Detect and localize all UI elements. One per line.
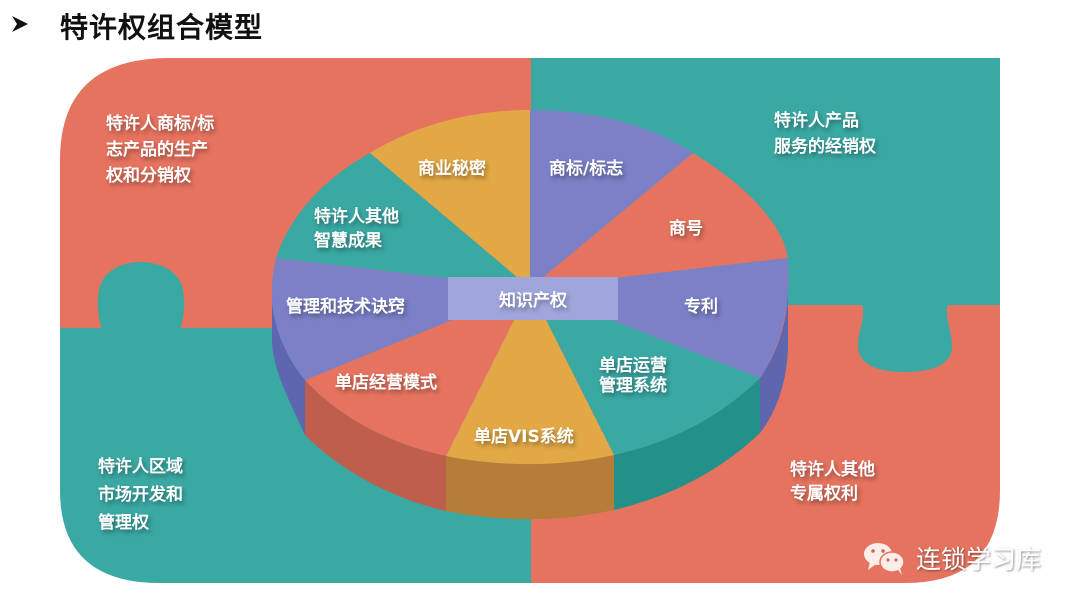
label-line: 特许人其他: [314, 207, 399, 227]
pie-slice-store-business-model: [305, 288, 530, 456]
slice-label-mgmt-tech-knowhow: 管理和技术诀窍: [286, 294, 405, 320]
slice-label-patent: 专利: [684, 294, 718, 320]
center-label-box: 知识产权: [448, 277, 618, 320]
quadrant-label-top-left: 特许人商标/标 志产品的生产 权和分销权: [106, 111, 214, 189]
slice-label-trademark: 商标/标志: [549, 156, 623, 182]
pie-slice-trade-secret: [370, 110, 530, 288]
slice-label-store-vis-system: 单店VIS系统: [474, 424, 574, 450]
label-line: 权和分销权: [106, 166, 191, 186]
pie-slice-trade-name: [530, 153, 788, 288]
header: 特许权组合模型: [0, 0, 1080, 52]
slice-label-trade-name: 商号: [669, 216, 703, 242]
quadrant-label-bottom-right: 特许人其他 专属权利: [790, 458, 875, 506]
label-line: 市场开发和: [98, 485, 183, 505]
pie-side-purple-right: [760, 288, 788, 433]
watermark: 连锁学习库: [862, 538, 1041, 578]
label-line: 服务的经销权: [774, 137, 876, 157]
puzzle-knob-top-right: [858, 304, 952, 372]
label-line: 特许人区域: [98, 457, 183, 477]
slice-label-store-ops-system: 单店运营 管理系统: [599, 356, 667, 396]
label-line: 管理系统: [599, 376, 667, 396]
label-line: 单店经营模式: [335, 373, 437, 393]
arrowhead-bullet-icon: [12, 16, 28, 32]
label-line: 特许人产品: [774, 111, 859, 131]
slice-label-other-intellectual-results: 特许人其他 智慧成果: [314, 205, 399, 253]
label-line: 管理权: [98, 513, 149, 533]
pie-slice-store-ops-system: [530, 288, 760, 455]
wechat-icon: [864, 543, 905, 575]
pie-side-teal: [614, 378, 760, 510]
watermark-text: 连锁学习库: [916, 545, 1042, 574]
page-title: 特许权组合模型: [60, 11, 264, 44]
slice-label-trade-secret: 商业秘密: [418, 156, 486, 182]
label-line: 志产品的生产: [106, 140, 208, 160]
label-line: 特许人商标/标: [106, 114, 215, 134]
pie-side-yellow: [446, 455, 614, 520]
center-label: 知识产权: [499, 291, 567, 311]
label-line: 管理和技术诀窍: [286, 297, 405, 317]
label-line: 智慧成果: [314, 231, 382, 251]
label-line: 专属权利: [790, 484, 858, 504]
quadrant-label-bottom-left: 特许人区域 市场开发和 管理权: [98, 453, 183, 537]
quadrant-label-top-right: 特许人产品 服务的经销权: [774, 108, 876, 160]
label-line: 专利: [684, 297, 718, 317]
pie-slice-trademark: [530, 110, 693, 288]
label-line: 商标/标志: [549, 159, 624, 179]
label-line: 商业秘密: [418, 159, 486, 179]
label-line: 单店运营: [599, 356, 667, 376]
slice-label-store-business-model: 单店经营模式: [335, 370, 437, 396]
pie-3d: [271, 110, 789, 520]
pie-side-salmon: [305, 380, 446, 511]
puzzle-knob-bottom-left: [97, 262, 185, 330]
pie-slice-other-intellectual-results: [276, 153, 530, 288]
label-line: 特许人其他: [790, 460, 875, 480]
pie-slice-store-vis-system: [446, 288, 614, 465]
label-line: 商号: [669, 219, 703, 239]
pie-side-purple-left: [272, 288, 305, 435]
label-line: 单店VIS系统: [474, 427, 574, 447]
